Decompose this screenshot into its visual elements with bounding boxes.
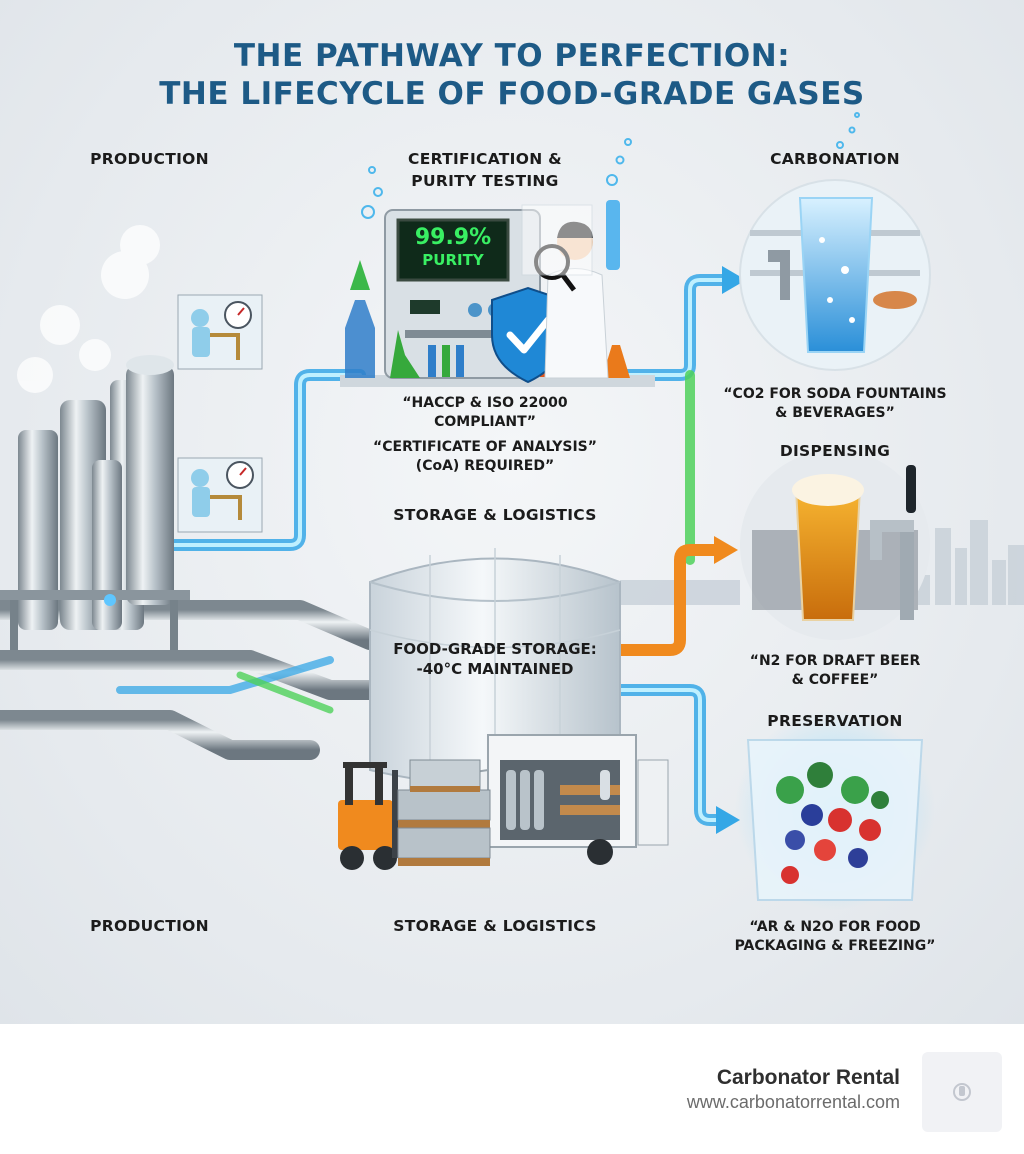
note-ar-line-2: PACKAGING & FREEZING” [734,938,936,954]
note-co2-line-2: & BEVERAGES” [775,405,895,421]
note-coa-line-1: “CERTIFICATE OF ANALYSIS” [373,439,597,455]
label-storage-logistics-mid: STORAGE & LOGISTICS [393,506,597,524]
infographic-canvas: THE PATHWAY TO PERFECTION: THE LIFECYCLE… [0,0,1024,1024]
note-storage-line-1: FOOD-GRADE STORAGE: [393,640,597,658]
label-carbonation: CARBONATION [770,150,900,168]
footer [0,1024,1024,1154]
label-storage-logistics-bottom: STORAGE & LOGISTICS [393,917,597,935]
title-line-2: THE LIFECYCLE OF FOOD-GRADE GASES [159,76,865,112]
operator-panel-top [177,294,263,370]
forklift [338,762,398,870]
preservation-scene [735,710,935,910]
note-n2-line-1: “N2 FOR DRAFT BEER [749,653,921,669]
note-co2-line-1: “CO2 FOR SODA FOUNTAINS [723,386,947,402]
label-certification-line-2: PURITY TESTING [411,172,559,190]
steam [17,225,160,393]
pipe-network [0,266,746,834]
label-production-bottom: PRODUCTION [90,917,209,935]
purity-readout-label: PURITY [422,251,484,269]
illustration [0,112,1024,910]
label-dispensing: DISPENSING [779,442,891,460]
brand-url[interactable]: www.carbonatorrental.com [686,1092,900,1112]
note-haccp-line-2: COMPLIANT” [434,414,536,430]
brand-name: Carbonator Rental [716,1066,900,1089]
brand-block[interactable]: Carbonator Rental www.carbonatorrental.c… [687,1066,900,1113]
label-certification-line-1: CERTIFICATION & [408,150,562,168]
note-storage-line-2: -40°C MAINTAINED [416,660,574,678]
purity-testing-lab [340,200,655,387]
operator-panel-bottom [177,457,263,533]
carbonation-scene [739,179,931,371]
note-haccp-line-1: “HACCP & ISO 22000 [402,395,568,411]
dispensing-scene [740,450,930,640]
note-n2-line-2: & COFFEE” [791,672,879,688]
purity-readout-value: 99.9% [414,225,492,250]
cylinder-pallets [397,759,491,866]
carbonator-logo-icon [922,1052,1002,1132]
label-preservation: PRESERVATION [767,712,903,730]
title-line-1: THE PATHWAY TO PERFECTION: [233,38,791,74]
production-columns [0,355,190,650]
note-coa-line-2: (CoA) REQUIRED” [415,458,555,474]
note-ar-line-1: “AR & N2O FOR FOOD [749,919,921,935]
label-production-top: PRODUCTION [90,150,209,168]
bubbles [361,112,860,219]
city-skyline [620,520,1024,605]
